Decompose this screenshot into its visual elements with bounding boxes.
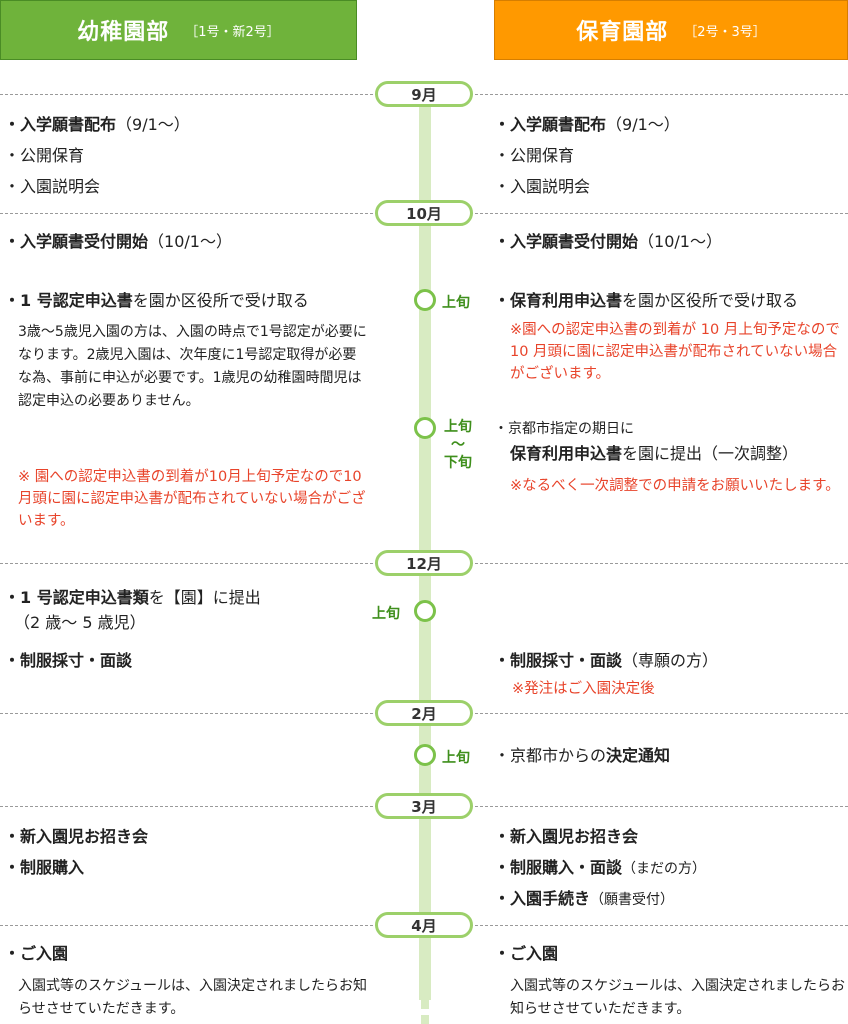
timeline-continuation [421, 1000, 429, 1024]
left-oct-body: 3歳〜5歳児入園の方は、入園の時点で1号認定が必要になります。2歳児入園は、次年… [18, 324, 367, 409]
right-oct-item-acceptance: ・入学願書受付開始（10/1〜） [494, 232, 722, 251]
right-mar-item-uniform-buy: ・制服購入・面談（まだの方） [494, 858, 707, 877]
timeline-dot-oct-range [414, 417, 436, 439]
right-sep-item-application: ・入学願書配布（9/1〜） [494, 115, 680, 134]
right-apr-body: 入園式等のスケジュールは、入園決定されましたらお知らせさせていただきます。 [510, 978, 846, 1017]
right-oct-item-deadline: ・京都市指定の期日に [494, 421, 634, 437]
left-mar-item-uniform-buy: ・制服購入 [4, 858, 85, 877]
nursery-title: 保育園部 [576, 20, 669, 45]
right-sep-item-briefing: ・入園説明会 [494, 177, 591, 196]
month-pill-dec: 12月 [375, 550, 473, 576]
right-sep-item-open-class: ・公開保育 [494, 146, 575, 165]
left-dec-item-uniform: ・制服採寸・面談 [4, 651, 133, 670]
kindergarten-header: 幼稚園部 ［1号・新2号］ [0, 0, 357, 60]
timeline-dot-dec-early [414, 600, 436, 622]
right-oct-item-form-pickup: ・保育利用申込書を園か区役所で受け取る [494, 291, 799, 310]
right-feb-item-decision: ・京都市からの決定通知 [494, 746, 671, 765]
timeline-dot-feb-early [414, 744, 436, 766]
right-dec-note: ※発注はご入園決定後 [512, 681, 655, 697]
right-oct-note2: ※なるべく一次調整での申請をお願いいたします。 [510, 478, 840, 494]
nursery-subtitle: ［2号・3号］ [684, 24, 766, 40]
left-sep-item-application: ・入学願書配布（9/1〜） [4, 115, 190, 134]
month-pill-oct: 10月 [375, 200, 473, 226]
timeline-label-oct-range: 上旬 〜 下旬 [444, 419, 472, 471]
left-sep-item-open-class: ・公開保育 [4, 146, 85, 165]
month-pill-apr: 4月 [375, 912, 473, 938]
month-pill-feb: 2月 [375, 700, 473, 726]
right-mar-item-welcome: ・新入園児お招き会 [494, 827, 639, 846]
left-oct-item-acceptance: ・入学願書受付開始（10/1〜） [4, 232, 232, 251]
right-apr-item-enroll: ・ご入園 [494, 944, 559, 963]
left-apr-item-enroll: ・ご入園 [4, 944, 69, 963]
timeline-label-oct-early: 上旬 [442, 295, 470, 311]
timeline-dot-oct-early [414, 289, 436, 311]
left-dec-item-submit: ・1 号認定申込書類を【園】に提出 [4, 588, 261, 607]
kindergarten-subtitle: ［1号・新2号］ [185, 24, 280, 40]
left-oct-item-form-pickup: ・1 号認定申込書を園か区役所で受け取る [4, 291, 309, 310]
right-oct-item-submit: 保育利用申込書を園に提出（一次調整） [510, 444, 799, 463]
nursery-header: 保育園部 ［2号・3号］ [494, 0, 848, 60]
left-oct-note: ※ 園への認定申込書の到着が10月上旬予定なので10月頭に園に認定申込書が配布さ… [18, 469, 366, 529]
timeline-label-dec-early: 上旬 [372, 606, 400, 622]
left-sep-item-briefing: ・入園説明会 [4, 177, 101, 196]
month-pill-sep: 9月 [375, 81, 473, 107]
left-mar-item-welcome: ・新入園児お招き会 [4, 827, 149, 846]
right-mar-item-procedure: ・入園手続き（願書受付） [494, 889, 675, 908]
kindergarten-title: 幼稚園部 [77, 20, 170, 45]
left-dec-item-sub: （2 歳〜 5 歳児） [14, 613, 146, 632]
left-apr-body: 入園式等のスケジュールは、入園決定されましたらお知らせさせていただきます。 [18, 978, 368, 1017]
right-oct-note1: ※園への認定申込書の到着が 10 月上旬予定なので 10 月頭に園に認定申込書が… [510, 322, 840, 382]
timeline-label-feb-early: 上旬 [442, 750, 470, 766]
month-pill-mar: 3月 [375, 793, 473, 819]
right-dec-item-uniform: ・制服採寸・面談（専願の方） [494, 651, 719, 670]
